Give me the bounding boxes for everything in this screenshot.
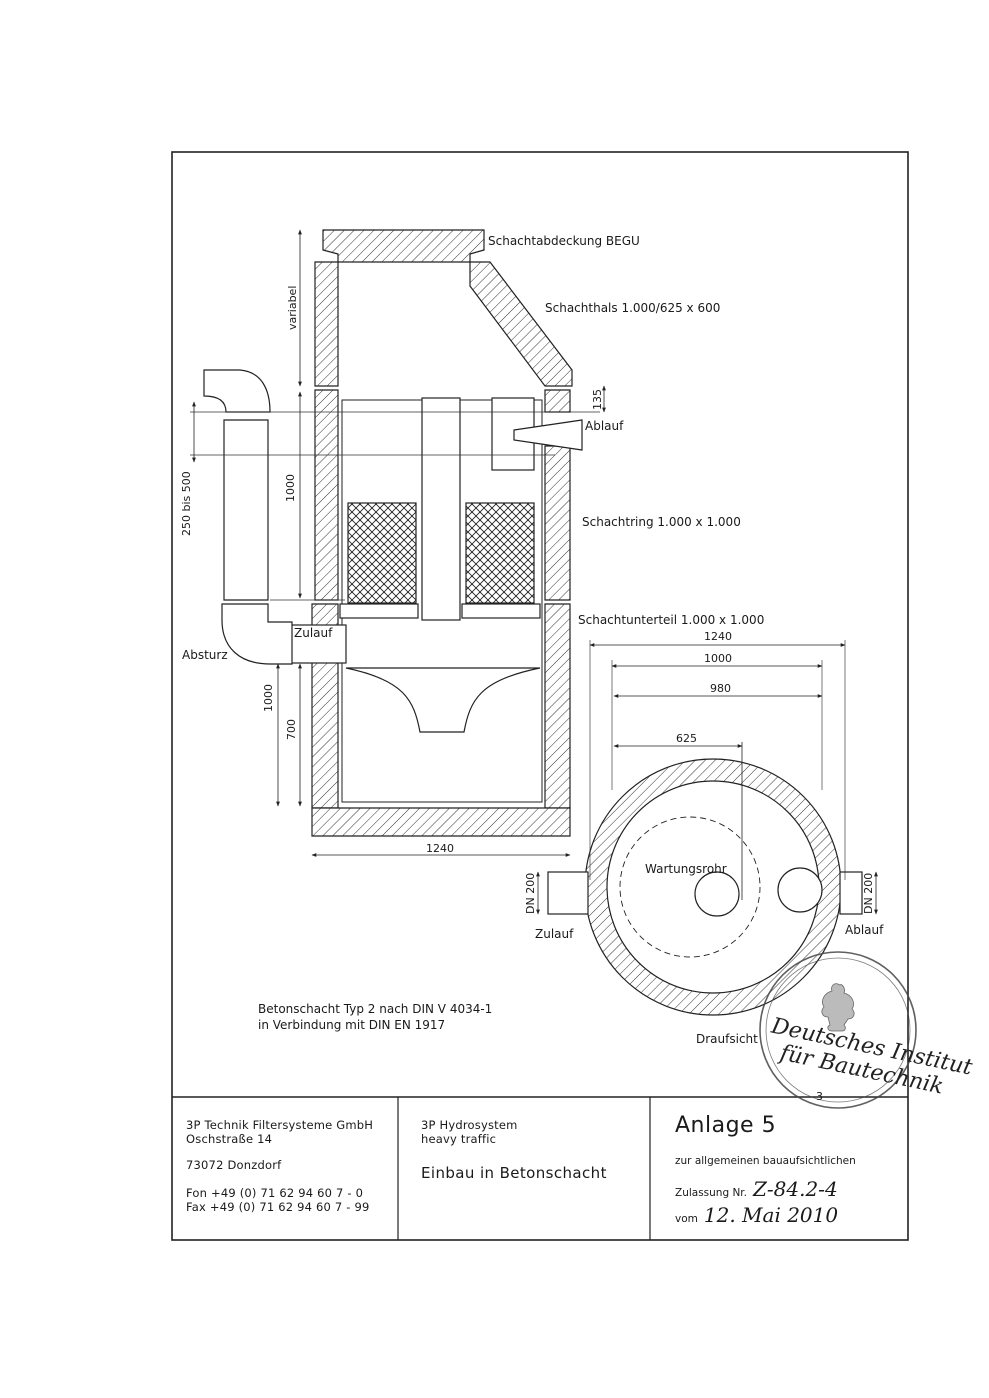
neck-wall-right bbox=[469, 261, 573, 387]
dim-text-plan-980: 980 bbox=[710, 682, 731, 695]
company-phone: Fon +49 (0) 71 62 94 60 7 - 0 bbox=[186, 1186, 364, 1200]
title-block-approval: Anlage 5 zur allgemeinen bauaufsichtlich… bbox=[675, 1112, 856, 1226]
title-block-product: 3P Hydrosystem heavy traffic Einbau in B… bbox=[421, 1118, 607, 1182]
label-ablauf-side: Ablauf bbox=[585, 419, 624, 433]
company-street: Oschstraße 14 bbox=[186, 1132, 273, 1146]
filter-cartridge-right bbox=[465, 502, 535, 604]
drop-pipe-bend-bottom bbox=[221, 603, 293, 665]
drawing-description: Einbau in Betonschacht bbox=[421, 1164, 607, 1182]
product-name: 3P Hydrosystem bbox=[421, 1118, 518, 1132]
dim-text-plan-1240: 1240 bbox=[704, 630, 732, 643]
stamp-number: 3 bbox=[816, 1090, 823, 1103]
vom-label: vom bbox=[675, 1213, 698, 1225]
ring-wall-right bbox=[544, 389, 571, 413]
zulassung-number: Z-84.2-4 bbox=[753, 1177, 838, 1201]
label-absturz: Absturz bbox=[182, 648, 228, 662]
stamp-inner-ring bbox=[765, 957, 911, 1103]
filter-cartridge-left bbox=[347, 502, 417, 604]
label-schachtabdeckung: Schachtabdeckung BEGU bbox=[488, 234, 640, 248]
label-ablauf-plan: Ablauf bbox=[845, 923, 884, 937]
title-block-company: 3P Technik Filtersysteme GmbH Oschstraße… bbox=[186, 1118, 373, 1214]
drawing-frame bbox=[171, 151, 909, 1241]
note-line-1: Betonschacht Typ 2 nach DIN V 4034-1 bbox=[258, 1002, 492, 1016]
base-wall-right bbox=[544, 603, 571, 809]
neck-wall-left bbox=[314, 261, 339, 387]
outlet-pipe bbox=[513, 419, 583, 451]
plan-inlet-opening bbox=[694, 871, 740, 917]
stamp-bear-emblem bbox=[821, 983, 855, 1032]
label-schachtunterteil: Schachtunterteil 1.000 x 1.000 bbox=[578, 613, 764, 627]
approval-text: zur allgemeinen bauaufsichtlichen bbox=[675, 1155, 856, 1167]
base-wall-left-lower bbox=[311, 661, 339, 809]
label-schachtring: Schachtring 1.000 x 1.000 bbox=[582, 515, 741, 529]
dim-text-250-500: 250 bis 500 bbox=[180, 471, 193, 536]
sedimentation-funnel bbox=[345, 667, 541, 733]
product-variant: heavy traffic bbox=[421, 1132, 497, 1146]
plan-inlet-stub bbox=[547, 871, 589, 915]
dim-text-1000-upper: 1000 bbox=[284, 474, 297, 502]
dim-text-700: 700 bbox=[285, 719, 298, 740]
ring-wall-left bbox=[314, 389, 339, 601]
zulassung-label: Zulassung Nr. bbox=[675, 1187, 747, 1199]
note-line-2: in Verbindung mit DIN EN 1917 bbox=[258, 1018, 445, 1032]
manhole-cover bbox=[322, 229, 485, 263]
label-schachthals: Schachthals 1.000/625 x 600 bbox=[545, 301, 720, 315]
vom-row: vom 12. Mai 2010 bbox=[675, 1203, 856, 1227]
plan-maintenance-pipe bbox=[619, 816, 761, 958]
dim-text-135: 135 bbox=[591, 389, 604, 410]
dim-text-dn200-left: DN 200 bbox=[524, 873, 537, 914]
dim-text-1240-bottom: 1240 bbox=[426, 842, 454, 855]
dim-text-plan-625: 625 bbox=[676, 732, 697, 745]
filter-base-left bbox=[339, 603, 419, 619]
maintenance-pipe bbox=[421, 397, 461, 621]
plan-view bbox=[536, 640, 878, 1016]
dim-text-1000-lower: 1000 bbox=[262, 684, 275, 712]
drop-pipe-bend-top bbox=[203, 369, 271, 413]
plan-outlet-stub bbox=[839, 871, 863, 915]
company-fax: Fax +49 (0) 71 62 94 60 7 - 99 bbox=[186, 1200, 370, 1214]
dim-text-plan-1000: 1000 bbox=[704, 652, 732, 665]
label-draufsicht: Draufsicht bbox=[696, 1032, 758, 1046]
anlage-title: Anlage 5 bbox=[675, 1113, 777, 1138]
label-zulauf-plan: Zulauf bbox=[535, 927, 574, 941]
dim-text-dn200-right: DN 200 bbox=[862, 873, 875, 914]
ring-wall-right-lower bbox=[544, 445, 571, 601]
plan-outlet-opening bbox=[777, 867, 823, 913]
approval-date: 12. Mai 2010 bbox=[703, 1203, 839, 1227]
label-wartungsrohr: Wartungsrohr bbox=[645, 862, 727, 876]
base-slab bbox=[311, 807, 571, 837]
inlet-pipe bbox=[287, 624, 347, 664]
label-zulauf-side: Zulauf bbox=[294, 626, 333, 640]
company-city: 73072 Donzdorf bbox=[186, 1158, 282, 1172]
stamp-ring bbox=[759, 951, 917, 1109]
drop-pipe bbox=[223, 419, 269, 601]
zulassung-row: Zulassung Nr. Z-84.2-4 bbox=[675, 1177, 856, 1201]
section-view bbox=[190, 229, 606, 857]
company-name: 3P Technik Filtersysteme GmbH bbox=[186, 1118, 374, 1132]
filter-base-right bbox=[461, 603, 541, 619]
dim-text-variabel: variabel bbox=[286, 286, 299, 330]
